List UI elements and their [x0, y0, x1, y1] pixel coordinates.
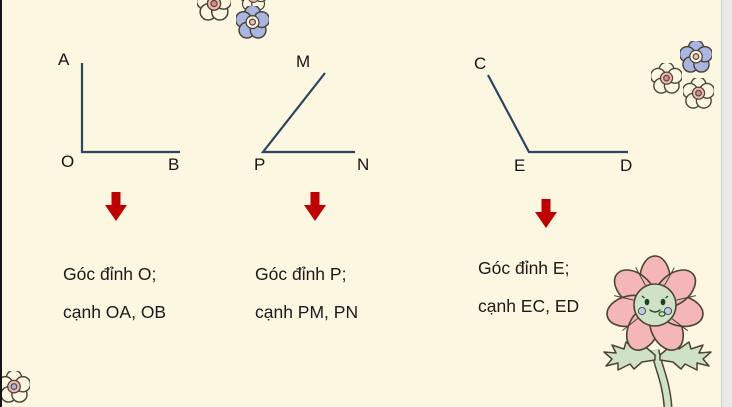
point-label-B: B: [168, 155, 180, 174]
point-label-O: O: [61, 152, 75, 171]
caption-angle-P: Góc đỉnh P; cạnh PM, PN: [255, 263, 358, 323]
down-arrow-icon: [105, 192, 127, 221]
caption-line: cạnh PM, PN: [255, 302, 359, 322]
point-label-A: A: [58, 50, 70, 69]
caption-line: Góc đỉnh O;: [63, 264, 157, 284]
angle-E-rays: [487, 74, 628, 154]
point-label-N: N: [357, 155, 370, 174]
angle-P-rays: [260, 72, 355, 154]
caption-line: cạnh EC, ED: [478, 296, 580, 316]
caption-angle-O: Góc đỉnh O; cạnh OA, OB: [63, 263, 166, 323]
cream-flower-icon: [651, 63, 682, 94]
caption-line: cạnh OA, OB: [63, 302, 167, 322]
slide-left-border: [0, 0, 2, 407]
point-label-E: E: [514, 156, 526, 175]
point-label-C: C: [474, 54, 487, 73]
down-arrow-icon: [535, 199, 557, 228]
cream-flower-icon: [197, 0, 231, 21]
point-label-D: D: [620, 156, 633, 175]
blue-flower-icon: [236, 6, 269, 39]
blue-flower-icon: [680, 41, 712, 73]
scrollbar-track[interactable]: [721, 0, 732, 407]
caption-line: Góc đỉnh P;: [255, 264, 347, 284]
point-label-P: P: [254, 155, 266, 174]
angle-O-rays: [80, 63, 180, 154]
down-arrow-icon: [304, 192, 326, 221]
cream-flower-icon: [0, 371, 30, 403]
cream-flower-icon: [683, 78, 714, 109]
point-label-M: M: [296, 52, 311, 71]
caption-line: Góc đỉnh E;: [478, 258, 570, 278]
caption-angle-E: Góc đỉnh E; cạnh EC, ED: [478, 257, 579, 317]
big-pink-face-flower-icon: [603, 255, 712, 407]
